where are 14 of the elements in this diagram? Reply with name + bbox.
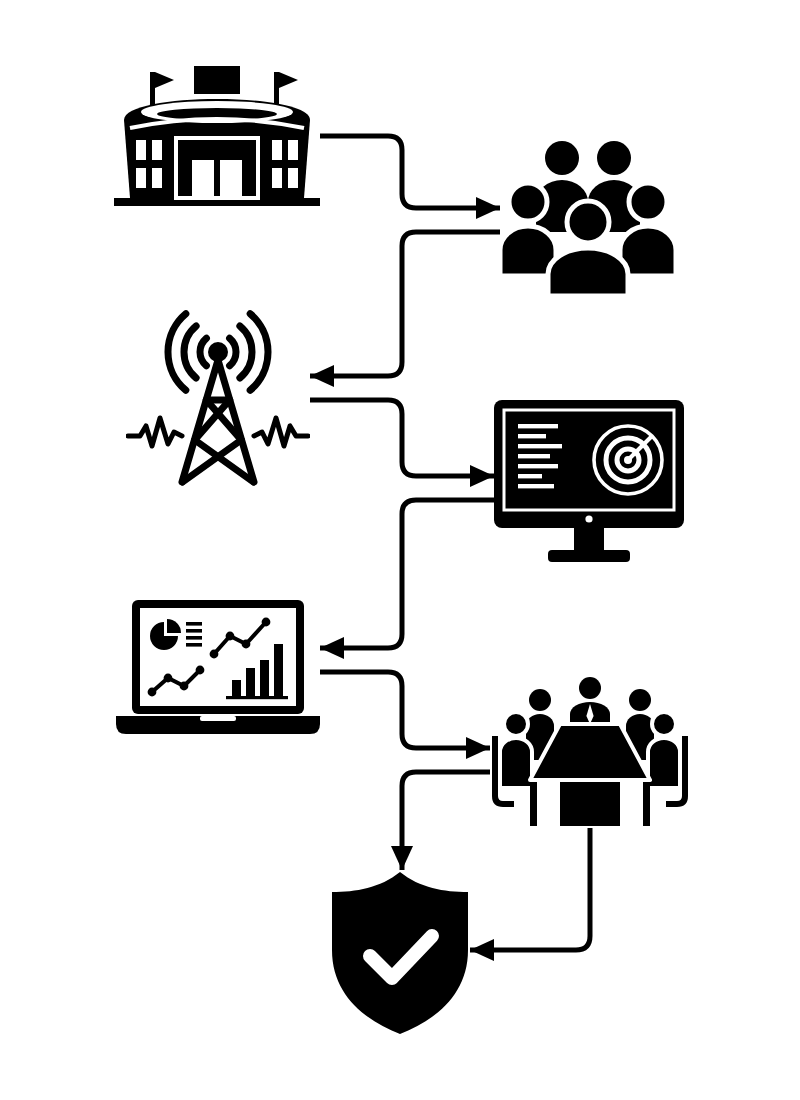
connector-arrow bbox=[320, 133, 500, 219]
monitor-radar-icon bbox=[494, 400, 684, 568]
connector-arrow bbox=[320, 669, 490, 759]
connector-arrow bbox=[320, 497, 494, 659]
connector-arrow bbox=[470, 828, 593, 961]
radio-tower-icon bbox=[126, 304, 310, 486]
connector-arrow bbox=[310, 229, 500, 387]
shield-check-icon bbox=[330, 870, 470, 1036]
connector-arrow bbox=[310, 397, 494, 487]
meeting-table-icon bbox=[490, 676, 690, 828]
people-group-icon bbox=[500, 140, 676, 296]
connector-arrow bbox=[391, 769, 490, 870]
stadium-icon bbox=[114, 66, 320, 206]
laptop-charts-icon bbox=[116, 600, 320, 736]
